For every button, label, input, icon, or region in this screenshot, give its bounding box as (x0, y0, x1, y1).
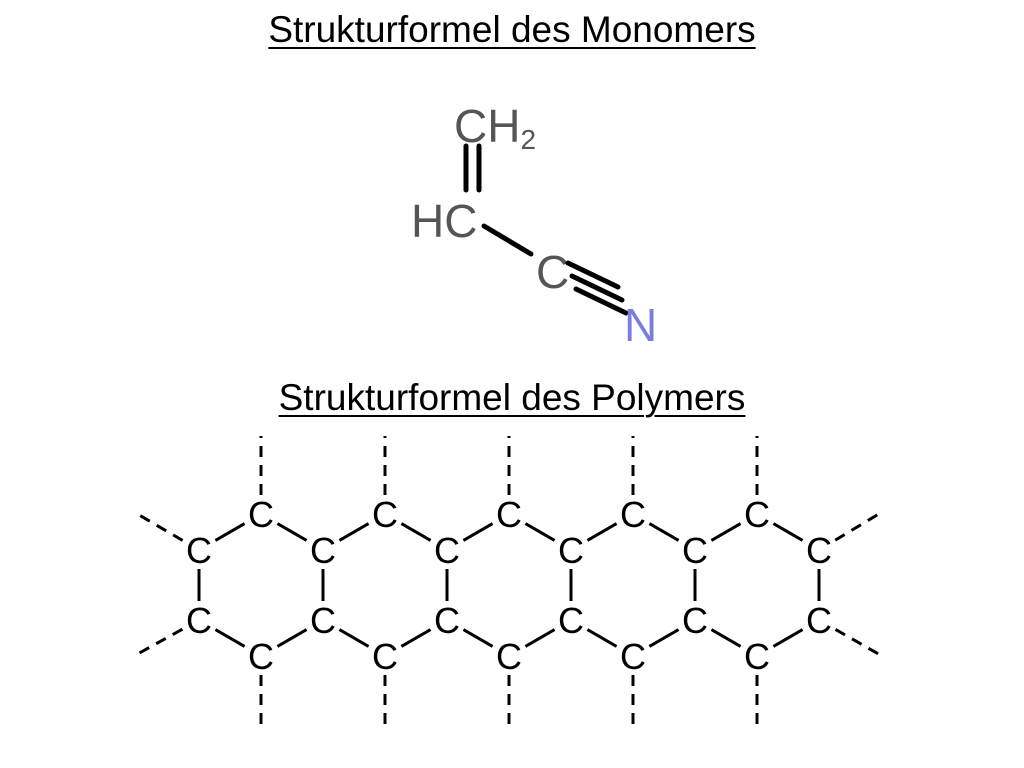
carbon-atom-label: C (434, 530, 460, 571)
ring-bond (214, 522, 246, 542)
ch2-subscript: 2 (520, 124, 536, 155)
monomer-structure-title: Strukturformel des Monomers (268, 9, 756, 50)
carbon-atom-label: C (620, 636, 646, 677)
chain-end-dash (834, 628, 883, 658)
carbon-atom-label: C (434, 600, 460, 641)
carbon-atom-label: C (558, 530, 584, 571)
ring-bond (338, 522, 370, 542)
carbon-atom-label: C (496, 494, 522, 535)
chain-end-dash (133, 510, 184, 542)
ring-bond (586, 522, 618, 542)
ring-bond (524, 628, 556, 648)
carbon-atom-label: C (744, 494, 770, 535)
carbon-atom-label: C (496, 636, 522, 677)
ring-bond (338, 628, 370, 648)
carbon-atom-label: C (620, 494, 646, 535)
ch2-group-label: CH2 (454, 100, 536, 155)
ring-bond (772, 628, 804, 648)
carbon-atom-label: C (310, 530, 336, 571)
ring-bond (524, 522, 556, 542)
ring-bond (462, 522, 494, 542)
carbon-atom-label: C (310, 600, 336, 641)
carbon-atom-label: C (248, 494, 274, 535)
ring-bond (710, 522, 742, 542)
carbon-atom-label: C (372, 636, 398, 677)
single-bond (481, 223, 534, 257)
monomer-structure: CH2 HC C N (411, 100, 657, 351)
nitrogen-label: N (624, 299, 657, 351)
carbon-atom-label: C (682, 530, 708, 571)
hc-group-label: HC (411, 195, 477, 247)
ring-bond (586, 628, 618, 648)
ring-bond (648, 522, 680, 542)
carbon-atom-label: C (186, 530, 212, 571)
triple-bond-line-1 (569, 273, 625, 303)
carbon-atom-label: C (806, 600, 832, 641)
ring-bond (400, 628, 432, 648)
chain-end-dash (834, 510, 883, 542)
nitrile-carbon-label: C (536, 246, 569, 298)
carbon-atom-label: C (372, 494, 398, 535)
carbon-atom-label: C (744, 636, 770, 677)
carbon-atom-label: C (186, 600, 212, 641)
carbon-atom-label: C (558, 600, 584, 641)
ring-bond (710, 628, 742, 648)
ring-bond (276, 522, 308, 542)
ring-bond (400, 522, 432, 542)
ring-bond (772, 522, 804, 542)
carbon-atom-label: C (806, 530, 832, 571)
polymer-structure-title: Strukturformel des Polymers (278, 377, 746, 418)
triple-bond-line-2 (573, 286, 629, 316)
ring-bond (648, 628, 680, 648)
ring-bond (276, 628, 308, 648)
triple-bond-line-3 (565, 260, 621, 290)
carbon-atom-label: C (248, 636, 274, 677)
ring-bond (214, 628, 246, 648)
ring-bond (462, 628, 494, 648)
ch2-group-text: CH (454, 100, 520, 152)
carbon-atom-label: C (682, 600, 708, 641)
chain-end-dash (133, 627, 184, 658)
